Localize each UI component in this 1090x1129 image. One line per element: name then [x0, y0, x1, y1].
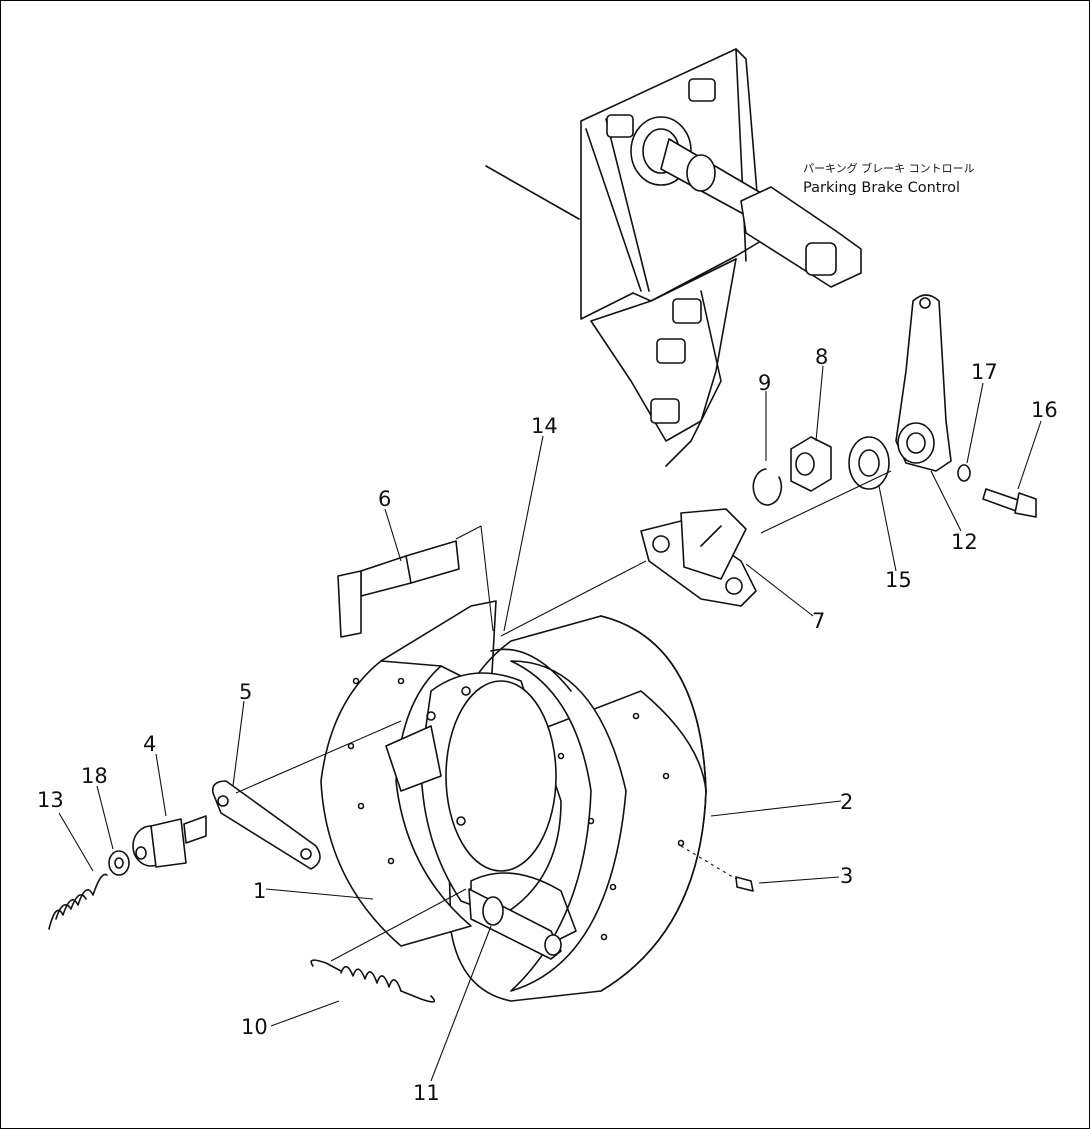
part-12-lever — [895, 294, 952, 472]
parking-brake-bracket — [485, 48, 862, 467]
callout-14: 14 — [531, 414, 558, 438]
parking-brake-control-label: パーキング ブレーキ コントロール Parking Brake Control — [803, 161, 975, 196]
callout-15: 15 — [885, 568, 912, 592]
callout-9: 9 — [758, 371, 771, 395]
part-13-spring — [48, 873, 108, 930]
part-17-washer — [957, 464, 971, 482]
part-8-nut — [790, 436, 832, 492]
part-15-washer — [848, 436, 890, 490]
part-5-link — [211, 720, 402, 870]
callout-18: 18 — [81, 764, 108, 788]
callout-4: 4 — [143, 732, 156, 756]
part-9-snap-ring — [752, 468, 783, 506]
callout-numbers: 1 2 3 4 5 6 7 8 9 10 11 12 13 14 15 16 1… — [37, 345, 1058, 1105]
part-3-rivet — [680, 845, 754, 892]
bracket-bolts — [606, 78, 716, 424]
label-jp: パーキング ブレーキ コントロール — [803, 161, 975, 175]
callout-13: 13 — [37, 788, 64, 812]
callout-leaders — [58, 365, 1042, 1082]
callout-8: 8 — [815, 345, 828, 369]
part-1-brake-shoe — [320, 600, 577, 947]
part-6-pin — [337, 525, 494, 638]
control-shaft — [630, 116, 862, 288]
callout-3: 3 — [840, 864, 853, 888]
part-11-cam-shaft — [468, 888, 562, 960]
callout-1: 1 — [253, 879, 266, 903]
part-7-bracket — [640, 508, 757, 607]
callout-10: 10 — [241, 1015, 268, 1039]
part-4-adjuster — [132, 815, 207, 868]
callout-12: 12 — [951, 530, 978, 554]
callout-2: 2 — [840, 790, 853, 814]
callout-6: 6 — [378, 487, 391, 511]
part-10-spring — [310, 888, 467, 1003]
callout-11: 11 — [413, 1081, 440, 1105]
callout-5: 5 — [239, 680, 252, 704]
part-18-washer — [108, 850, 130, 876]
callout-17: 17 — [971, 360, 998, 384]
drum-rivet-holes — [557, 712, 685, 941]
shoe-rivet-holes — [347, 677, 471, 865]
callout-16: 16 — [1031, 398, 1058, 422]
callout-7: 7 — [812, 609, 825, 633]
label-en: Parking Brake Control — [803, 180, 960, 196]
part-16-bolt — [982, 488, 1037, 518]
